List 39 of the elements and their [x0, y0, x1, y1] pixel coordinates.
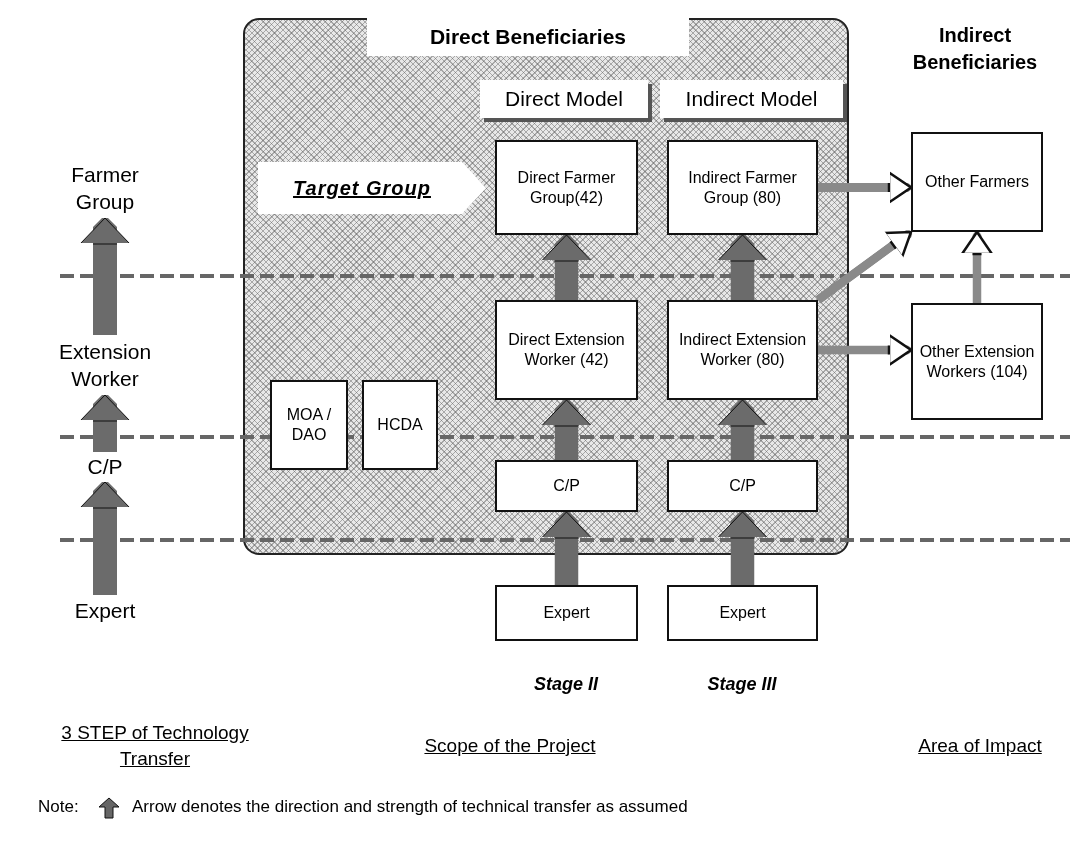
section-caption: Area of Impact [917, 734, 1043, 758]
hollow-arrow [960, 230, 994, 303]
process-box: Indirect Extension Worker (80) [667, 300, 818, 400]
process-box: Direct Farmer Group(42) [495, 140, 638, 235]
section-caption: 3 STEP of Technology Transfer [60, 721, 250, 771]
block-arrow [79, 217, 131, 335]
block-arrow [541, 234, 592, 300]
beneficiaries-panel [243, 18, 849, 555]
target-group-tag: Target Group [258, 162, 486, 214]
block-arrow [79, 481, 131, 595]
process-box: Indirect Farmer Group (80) [667, 140, 818, 235]
process-box: Direct Extension Worker (42) [495, 300, 638, 400]
block-arrow [541, 511, 592, 585]
hollow-arrow [818, 333, 913, 367]
process-box: Expert [495, 585, 638, 641]
note-label: Note: [38, 796, 80, 818]
process-box: C/P [495, 460, 638, 512]
hollow-arrow [818, 171, 913, 204]
block-arrow [717, 399, 768, 460]
process-box: MOA / DAO [270, 380, 348, 470]
stage-label: Farmer Group [45, 158, 165, 218]
block-arrow [717, 511, 768, 585]
section-caption: Scope of the Project [423, 734, 597, 758]
stage-label: C/P [65, 452, 145, 482]
block-arrow [541, 399, 592, 460]
process-box: C/P [667, 460, 818, 512]
block-arrow [79, 394, 131, 452]
stage-label: Expert [55, 595, 155, 627]
stage-label: Extension Worker [35, 335, 175, 395]
stage-label: Stage II [533, 673, 600, 696]
note-text: Arrow denotes the direction and strength of technical transfer as assumed [132, 796, 689, 818]
process-box: Other Farmers [911, 132, 1043, 232]
process-box: Expert [667, 585, 818, 641]
process-box: Other Extension Workers (104) [911, 303, 1043, 420]
stage-label: Stage III [706, 673, 778, 696]
hollow-arrow [815, 229, 914, 304]
column-heading: Indirect Beneficiaries [911, 23, 1039, 75]
panel-heading: Direct Beneficiaries [367, 18, 689, 56]
process-box: HCDA [362, 380, 438, 470]
